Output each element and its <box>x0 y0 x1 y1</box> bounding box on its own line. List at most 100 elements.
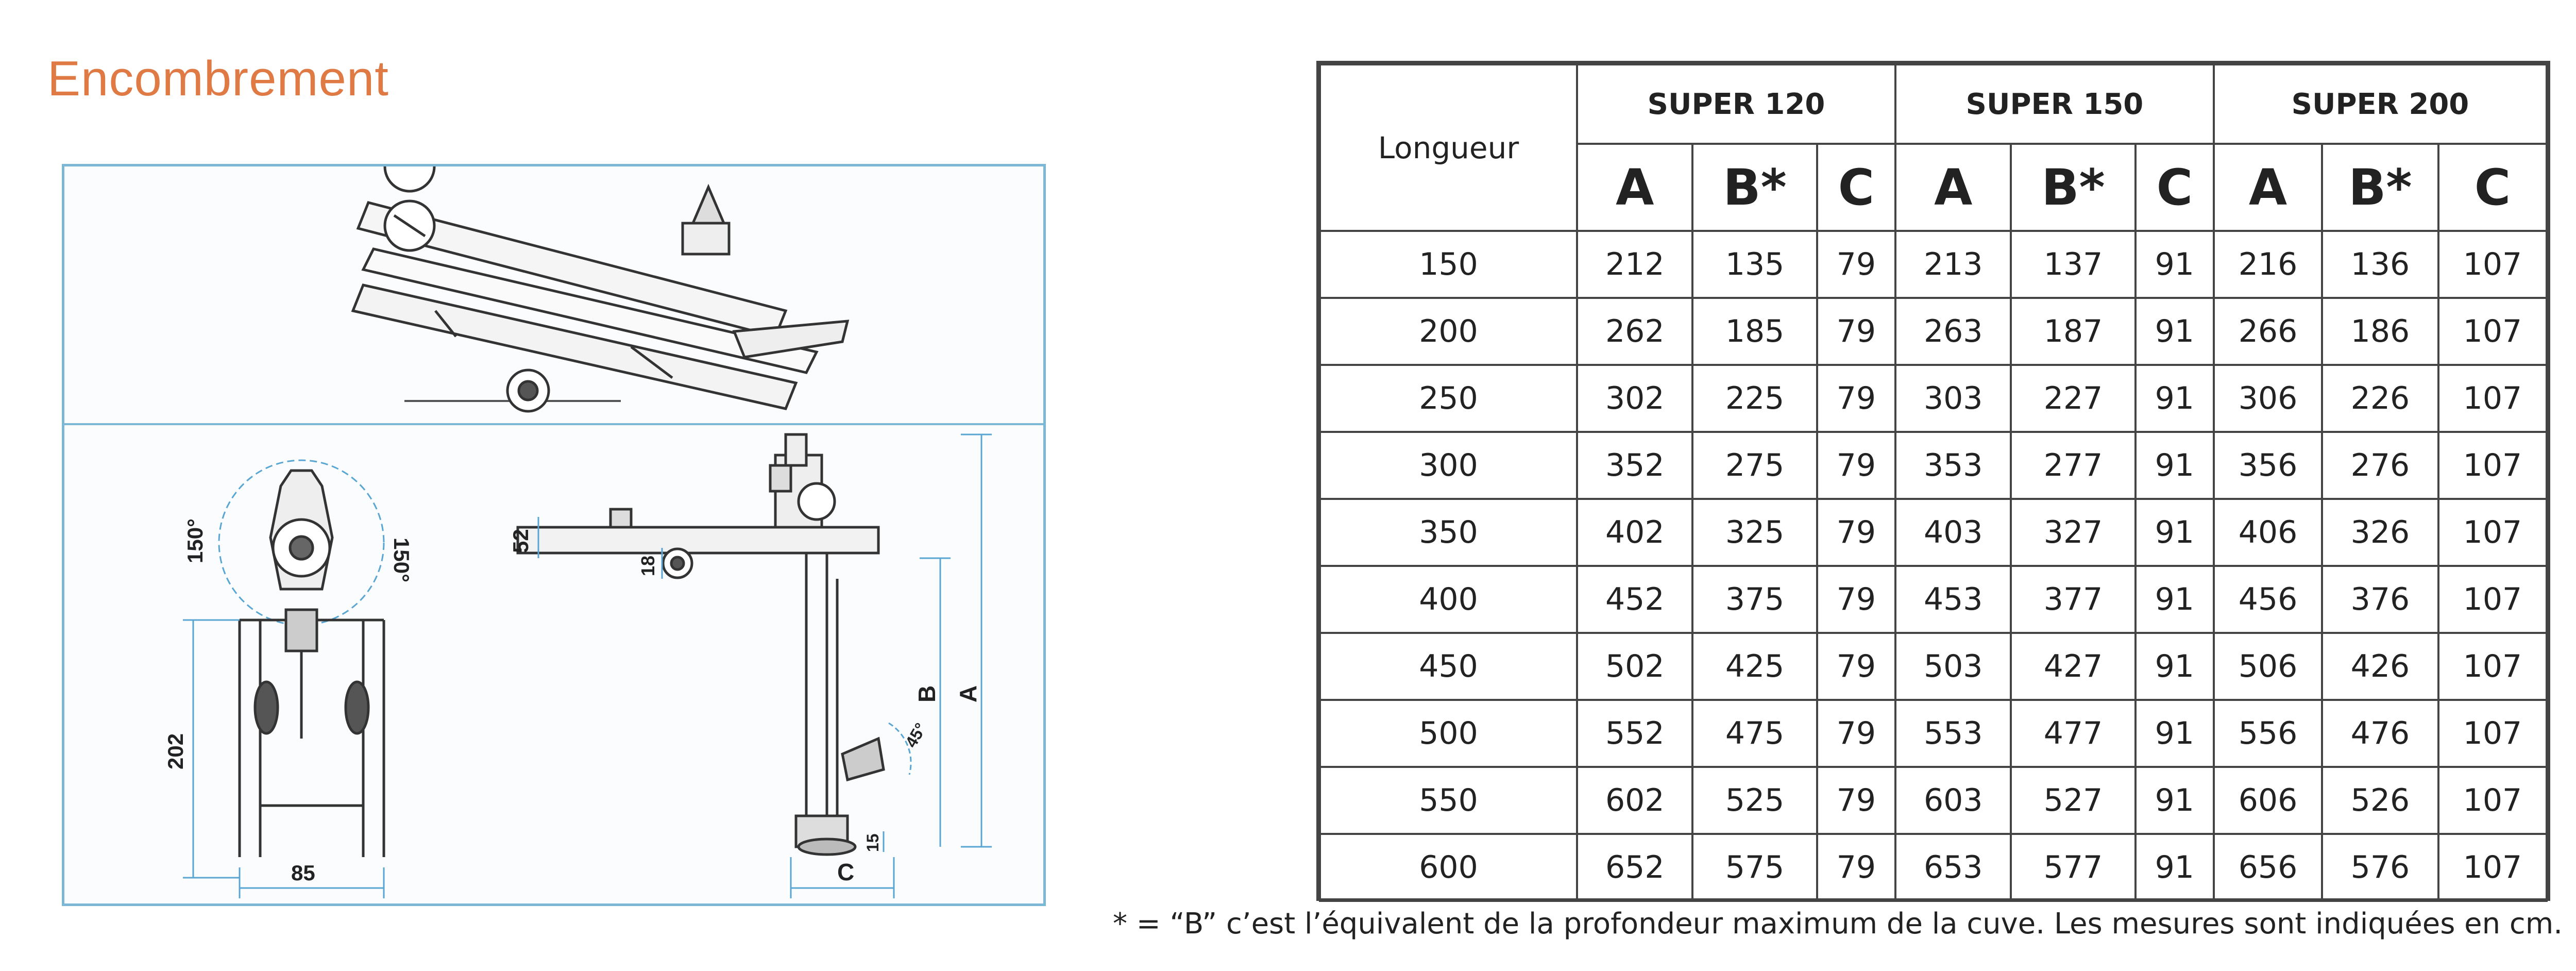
dim-label-202: 202 <box>163 733 188 769</box>
value-cell: 503 <box>1894 632 2012 701</box>
value-cell: 136 <box>2321 230 2439 299</box>
length-cell: 600 <box>1319 833 1578 902</box>
value-cell: 79 <box>1816 766 1896 835</box>
value-cell: 476 <box>2321 699 2439 768</box>
value-cell: 91 <box>2134 833 2215 902</box>
value-cell: 79 <box>1816 297 1896 366</box>
value-cell: 107 <box>2437 297 2548 366</box>
length-cell: 150 <box>1319 230 1578 299</box>
value-cell: 79 <box>1816 431 1896 500</box>
value-cell: 213 <box>1894 230 2012 299</box>
value-cell: 187 <box>2010 297 2137 366</box>
value-cell: 456 <box>2212 565 2324 634</box>
length-cell: 500 <box>1319 699 1578 768</box>
value-cell: 276 <box>2321 431 2439 500</box>
value-cell: 227 <box>2010 364 2137 433</box>
value-cell: 137 <box>2010 230 2137 299</box>
model-header-super-120: SUPER 120 <box>1576 63 1896 145</box>
value-cell: 452 <box>1575 565 1694 634</box>
column-header: C <box>2134 143 2215 232</box>
value-cell: 79 <box>1816 230 1896 299</box>
pump-side-view <box>516 433 885 856</box>
value-cell: 225 <box>1691 364 1818 433</box>
value-cell: 576 <box>2321 833 2439 902</box>
value-cell: 377 <box>2010 565 2137 634</box>
value-cell: 325 <box>1691 498 1818 567</box>
dim-label-45: 45° <box>902 720 930 751</box>
value-cell: 275 <box>1691 431 1818 500</box>
footnote: * = “B” c’est l’équivalent de la profond… <box>1113 907 2563 941</box>
dim-label-52: 52 <box>509 529 533 553</box>
column-header: A <box>1575 143 1694 232</box>
technical-drawing: 150° 150° 202 85 <box>62 164 1046 906</box>
column-header: B* <box>2321 143 2439 232</box>
column-header: A <box>2212 143 2324 232</box>
value-cell: 79 <box>1816 565 1896 634</box>
dim-label-18: 18 <box>637 556 658 576</box>
value-cell: 79 <box>1816 699 1896 768</box>
value-cell: 107 <box>2437 565 2548 634</box>
value-cell: 91 <box>2134 297 2215 366</box>
length-cell: 250 <box>1319 364 1578 433</box>
value-cell: 91 <box>2134 431 2215 500</box>
value-cell: 306 <box>2212 364 2324 433</box>
value-cell: 302 <box>1575 364 1694 433</box>
value-cell: 266 <box>2212 297 2324 366</box>
value-cell: 262 <box>1575 297 1694 366</box>
value-cell: 91 <box>2134 498 2215 567</box>
length-cell: 350 <box>1319 498 1578 567</box>
value-cell: 91 <box>2134 766 2215 835</box>
model-header-row: Longueur SUPER 120 SUPER 150 SUPER 200 <box>1319 63 2548 232</box>
pump-front-view <box>218 459 385 857</box>
dim-label-85: 85 <box>291 861 315 885</box>
model-header-super-150: SUPER 150 <box>1894 63 2215 145</box>
value-cell: 91 <box>2134 364 2215 433</box>
value-cell: 353 <box>1894 431 2012 500</box>
dim-label-c: C <box>837 859 854 885</box>
column-header: B* <box>2010 143 2137 232</box>
value-cell: 212 <box>1575 230 1694 299</box>
value-cell: 356 <box>2212 431 2324 500</box>
dim-label-a: A <box>955 685 981 702</box>
dim-label-150-right: 150° <box>389 538 414 582</box>
value-cell: 653 <box>1894 833 2012 902</box>
value-cell: 427 <box>2010 632 2137 701</box>
drawing-svg: 150° 150° 202 85 <box>64 166 1043 898</box>
value-cell: 107 <box>2437 833 2548 902</box>
length-cell: 550 <box>1319 766 1578 835</box>
value-cell: 107 <box>2437 230 2548 299</box>
length-cell: 200 <box>1319 297 1578 366</box>
value-cell: 326 <box>2321 498 2439 567</box>
value-cell: 475 <box>1691 699 1818 768</box>
value-cell: 575 <box>1691 833 1818 902</box>
dimensions-table-container: Longueur SUPER 120 SUPER 150 SUPER 200 A… <box>1316 61 2550 902</box>
value-cell: 79 <box>1816 498 1896 567</box>
value-cell: 403 <box>1894 498 2012 567</box>
dimensions-table: Longueur SUPER 120 SUPER 150 SUPER 200 A… <box>1319 63 2548 902</box>
length-cell: 400 <box>1319 565 1578 634</box>
value-cell: 327 <box>2010 498 2137 567</box>
front-view-dimensions <box>183 619 385 898</box>
dim-label-150-left: 150° <box>183 518 207 563</box>
section-title: Encombrement <box>47 51 389 106</box>
value-cell: 107 <box>2437 766 2548 835</box>
value-cell: 352 <box>1575 431 1694 500</box>
pump-transport-view <box>351 166 850 413</box>
column-header: C <box>1816 143 1896 232</box>
value-cell: 527 <box>2010 766 2137 835</box>
model-header-super-200: SUPER 200 <box>2212 63 2548 145</box>
value-cell: 553 <box>1894 699 2012 768</box>
value-cell: 502 <box>1575 632 1694 701</box>
column-header-row: A B* C A B* C A B* C <box>1320 143 2548 232</box>
value-cell: 426 <box>2321 632 2439 701</box>
value-cell: 375 <box>1691 565 1818 634</box>
length-cell: 450 <box>1319 632 1578 701</box>
